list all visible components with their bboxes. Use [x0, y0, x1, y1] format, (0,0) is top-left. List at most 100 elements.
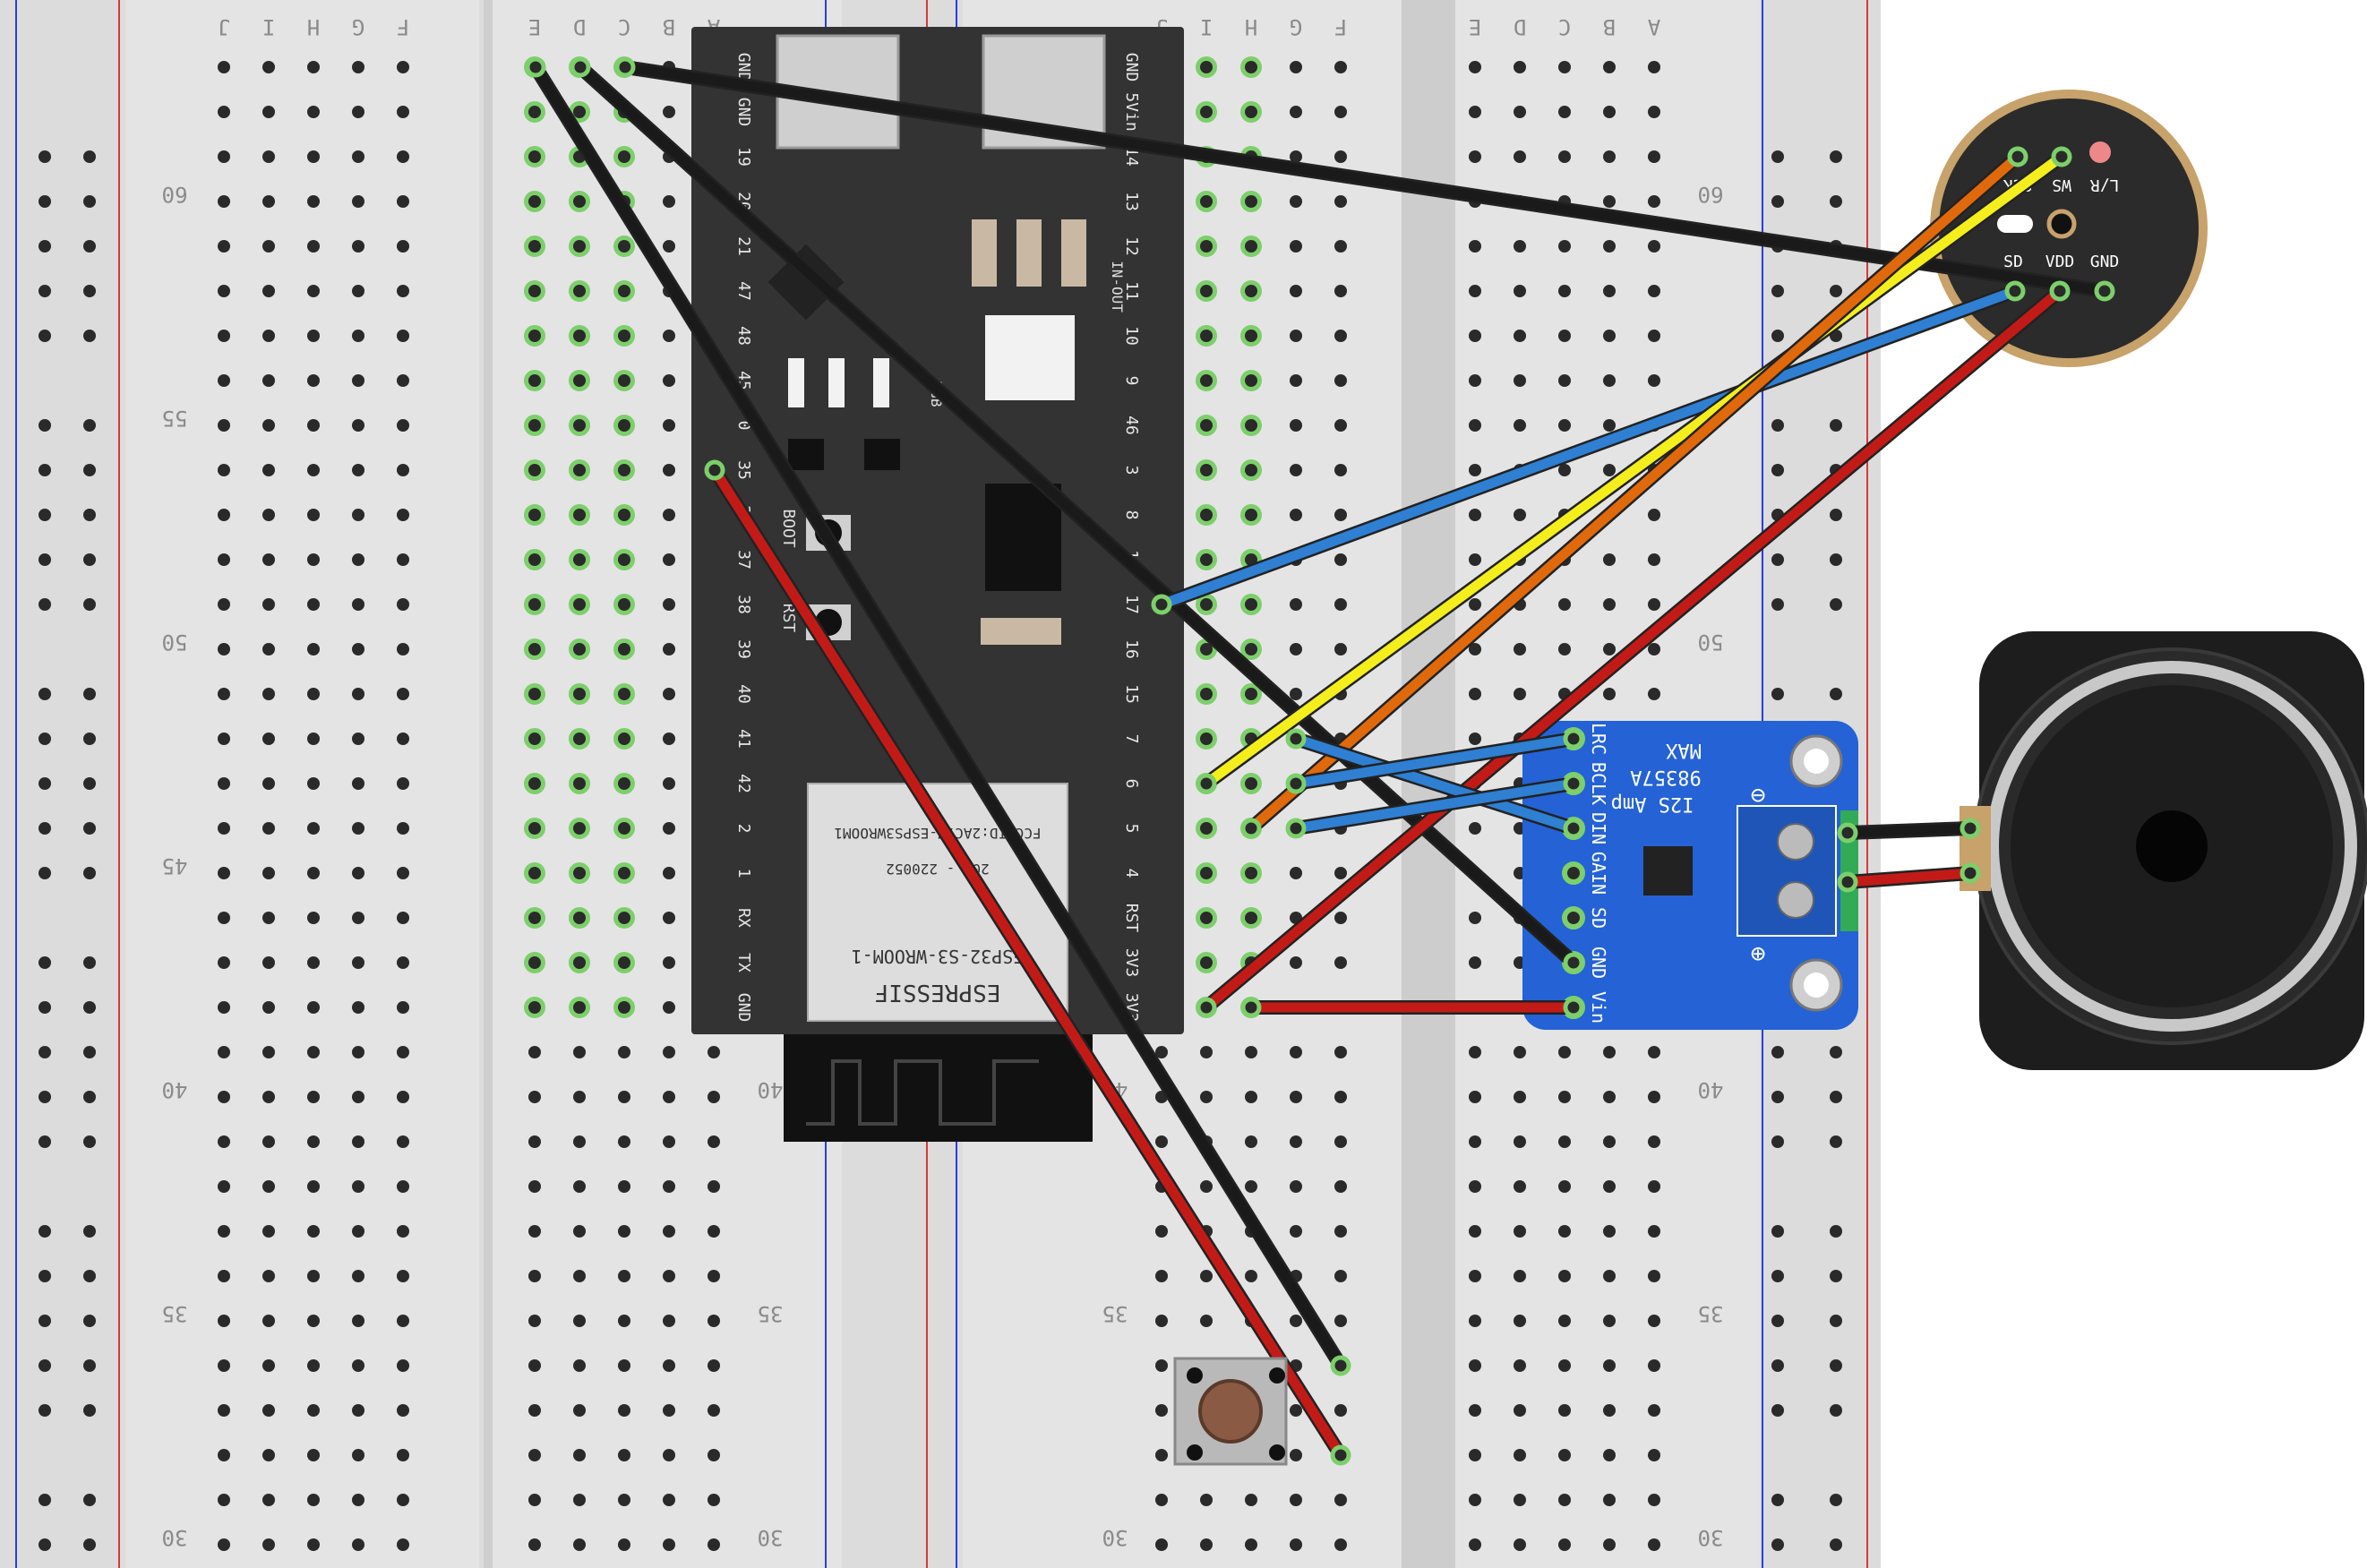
breadboard-hole — [663, 1180, 675, 1193]
breadboard-hole — [1155, 1359, 1168, 1372]
breadboard-hole — [1648, 1135, 1660, 1148]
breadboard-hole — [218, 240, 230, 253]
breadboard-hole — [1514, 1270, 1526, 1282]
breadboard-hole — [528, 1404, 541, 1417]
breadboard-hole — [1558, 374, 1571, 387]
breadboard-hole — [1155, 1135, 1168, 1148]
wire-end-pad — [1330, 1355, 1351, 1376]
breadboard-hole — [1648, 330, 1660, 342]
breadboard-hole — [573, 1091, 586, 1103]
breadboard-hole — [663, 509, 675, 521]
wire-end-pad — [1285, 773, 1307, 794]
breadboard-hole — [1200, 61, 1213, 73]
rail-hole — [1771, 598, 1784, 611]
row-number: 45 — [162, 853, 188, 878]
breadboard-hole — [397, 1494, 409, 1506]
breadboard-hole — [1245, 1270, 1257, 1282]
breadboard-hole — [618, 956, 630, 969]
breadboard-hole — [1469, 822, 1481, 835]
breadboard-hole — [1469, 330, 1481, 342]
column-letter: C — [1558, 14, 1571, 39]
breadboard-hole — [1469, 553, 1481, 566]
breadboard-hole — [1603, 1538, 1616, 1551]
breadboard-hole — [618, 1046, 630, 1058]
breadboard-hole — [262, 240, 275, 253]
rail-hole — [39, 1046, 51, 1058]
breadboard-hole — [397, 464, 409, 476]
esp32-left-pin-labels: GNDGND1920214748450353637383940414221RXT… — [734, 53, 753, 1023]
breadboard-hole — [352, 1180, 364, 1193]
breadboard-hole — [573, 330, 586, 342]
breadboard-hole — [573, 419, 586, 432]
rail-hole — [83, 553, 96, 566]
breadboard-hole — [262, 150, 275, 163]
breadboard-hole — [528, 598, 541, 611]
breadboard-hole — [397, 61, 409, 73]
breadboard-hole — [1514, 240, 1526, 253]
esp32-pin-label: GND — [734, 98, 753, 127]
breadboard-hole — [218, 912, 230, 924]
rail-hole — [39, 867, 51, 879]
rail-hole — [39, 1404, 51, 1417]
breadboard-hole — [573, 1449, 586, 1461]
column-letter: I — [262, 14, 275, 39]
breadboard-hole — [352, 643, 364, 655]
breadboard-hole — [528, 240, 541, 253]
breadboard-hole — [528, 195, 541, 208]
breadboard-hole — [1603, 330, 1616, 342]
breadboard-hole — [663, 240, 675, 253]
breadboard-hole — [1469, 1315, 1481, 1327]
breadboard-hole — [573, 1315, 586, 1327]
breadboard-hole — [1290, 867, 1302, 879]
breadboard-hole — [618, 1449, 630, 1461]
breadboard-hole — [397, 240, 409, 253]
rail-hole — [1830, 1315, 1842, 1327]
breadboard-hole — [573, 822, 586, 835]
breadboard-hole — [352, 1449, 364, 1461]
column-letter: G — [352, 14, 364, 39]
breadboard-hole — [352, 553, 364, 566]
breadboard-hole — [573, 464, 586, 476]
push-button[interactable] — [1173, 1357, 1288, 1466]
breadboard-hole — [307, 1404, 320, 1417]
breadboard-hole — [1334, 1270, 1347, 1282]
breadboard-hole — [1558, 1315, 1571, 1327]
breadboard-hole — [1290, 1538, 1302, 1551]
rail-hole — [1771, 1046, 1784, 1058]
breadboard-hole — [1514, 1359, 1526, 1372]
breadboard-hole — [1469, 733, 1481, 745]
rail-hole — [83, 822, 96, 835]
breadboard-hole — [1290, 1135, 1302, 1148]
breadboard-hole — [397, 688, 409, 700]
breadboard-hole — [1290, 1180, 1302, 1193]
amp-pin-pad — [1562, 906, 1585, 930]
breadboard-hole — [397, 912, 409, 924]
esp32-pin-label: 47 — [734, 281, 753, 301]
row-number: 60 — [1698, 182, 1724, 207]
breadboard-hole — [573, 1001, 586, 1014]
rail-hole — [1771, 553, 1784, 566]
breadboard-hole — [573, 1046, 586, 1058]
breadboard-hole — [1648, 643, 1660, 655]
rail-hole — [1830, 1270, 1842, 1282]
breadboard-hole — [307, 464, 320, 476]
rail-hole — [1771, 285, 1784, 297]
rail-hole — [39, 822, 51, 835]
rail-hole — [83, 1046, 96, 1058]
breadboard-hole — [573, 1225, 586, 1238]
esp32-pin-label: 5Vin — [1122, 92, 1141, 131]
mic-pin-label: L/R — [2090, 176, 2120, 194]
breadboard-hole — [1200, 688, 1213, 700]
breadboard-hole — [1648, 1494, 1660, 1506]
esp32-pin-label: 4 — [1122, 869, 1141, 878]
rail-hole — [83, 330, 96, 342]
rail-hole — [39, 1494, 51, 1506]
rail-hole — [83, 285, 96, 297]
breadboard-hole — [1648, 150, 1660, 163]
breadboard-hole — [262, 1270, 275, 1282]
rail-hole — [1830, 1494, 1842, 1506]
breadboard-hole — [528, 688, 541, 700]
breadboard-hole — [1155, 1046, 1168, 1058]
rail-hole — [1830, 553, 1842, 566]
breadboard-hole — [573, 1270, 586, 1282]
